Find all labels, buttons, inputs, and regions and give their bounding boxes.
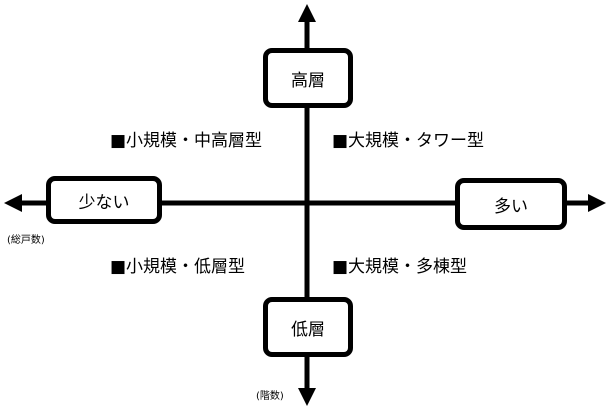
label-box-many: 多い — [455, 178, 567, 230]
households-unit-label: (総戸数) — [7, 235, 45, 246]
label-box-few: 少ない — [46, 176, 162, 224]
floors-unit-label: (階数) — [256, 391, 284, 402]
label-box-low-rise: 低層 — [263, 297, 353, 357]
many-label: 多い — [494, 196, 528, 217]
quadrant-top-right-label: ■大規模・タワー型 — [332, 131, 485, 151]
quadrant-bottom-left-label: ■小規模・低層型 — [110, 257, 246, 277]
low-rise-label: 低層 — [291, 319, 325, 340]
quadrant-top-left-label: ■小規模・中高層型 — [110, 131, 263, 151]
arrow-right-icon — [588, 194, 606, 212]
arrow-left-icon — [4, 194, 22, 212]
label-box-high-rise: 高層 — [263, 48, 353, 108]
high-rise-label: 高層 — [291, 70, 325, 91]
quadrant-bottom-right-label: ■大規模・多棟型 — [332, 257, 468, 277]
few-label: 少ない — [78, 192, 130, 213]
arrow-up-icon — [298, 4, 316, 22]
arrow-down-icon — [298, 388, 316, 406]
